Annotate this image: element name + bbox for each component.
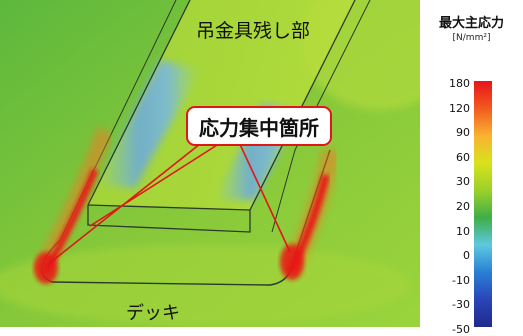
legend-tick-label: 10 [456,224,470,238]
stress-concentration-callout: 応力集中箇所 [186,106,332,146]
legend-title: 最大主応力 [438,16,504,31]
legend-tick-label: 20 [456,200,470,213]
lifting-lug-remnant-label: 吊金具残し部 [196,20,311,42]
deck-label: デッキ [126,303,180,324]
legend-tick-label: -10 [452,273,470,287]
legend-colorbar [474,81,492,327]
color-legend: 最大主応力 [N/mm²] 180 120 90 60 30 20 10 0 -10 -30 -50 [420,0,523,336]
legend-tick-label: 90 [456,126,470,140]
legend-tick-label: 60 [456,150,470,164]
stress-contour-image [0,0,420,327]
legend-tick-label: -50 [452,323,470,336]
legend-tick-label: 120 [449,101,470,115]
legend-tick-label: 30 [456,175,470,189]
callout-leader-lines [45,139,291,267]
legend-tick-label: 0 [463,249,470,263]
legend-tick-label: -30 [452,298,470,312]
legend-tick-label: 180 [449,77,470,90]
legend-unit: [N/mm²] [452,33,491,43]
